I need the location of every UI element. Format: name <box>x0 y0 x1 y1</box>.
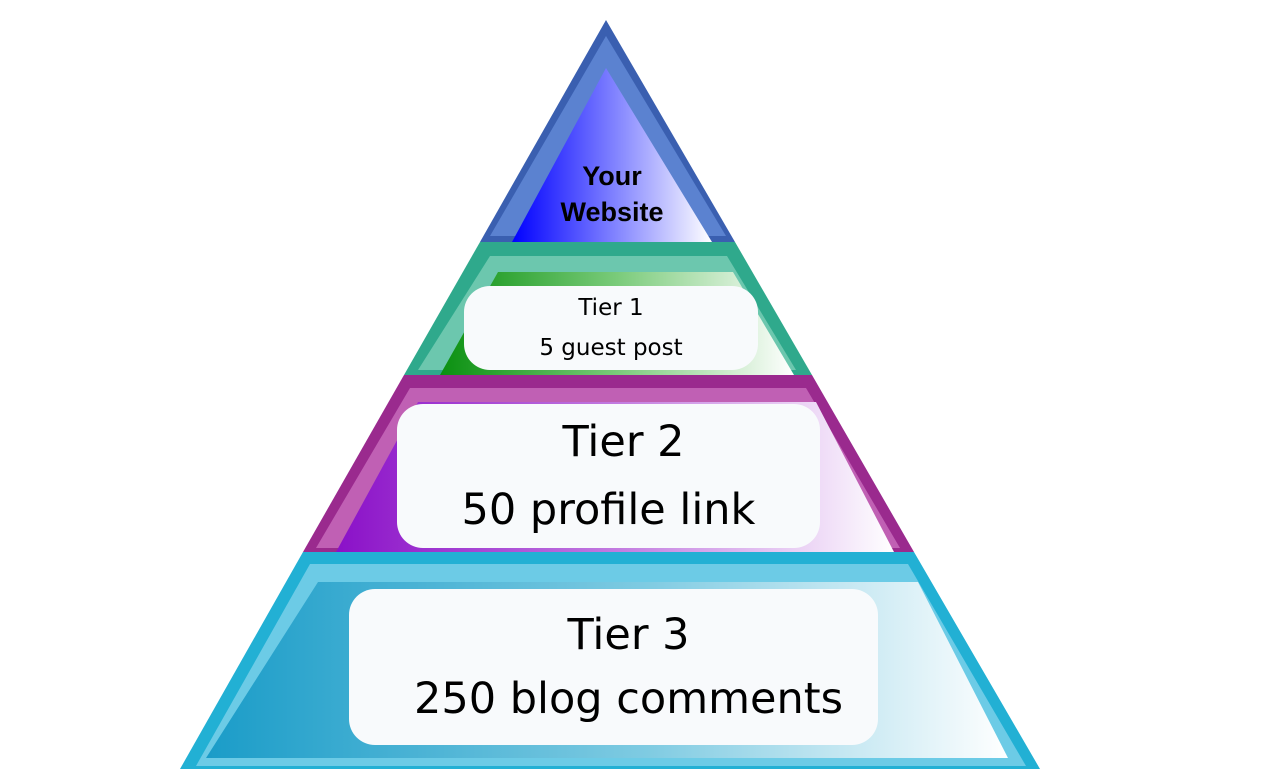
tier1-detail: 5 guest post <box>539 335 683 361</box>
tier1-title: Tier 1 <box>578 295 644 321</box>
tier2-detail: 50 profile link <box>461 485 756 535</box>
tier2-title: Tier 2 <box>562 417 685 467</box>
tier3-label: Tier 3 250 blog comments <box>349 589 878 745</box>
apex-line2: Website <box>560 197 664 227</box>
tier1-label: Tier 1 5 guest post <box>464 286 758 370</box>
apex-label: Your Website <box>532 158 692 230</box>
apex-section <box>480 20 735 242</box>
tier3-detail: 250 blog comments <box>414 674 843 724</box>
apex-line1: Your <box>582 161 642 191</box>
tier2-label: Tier 2 50 profile link <box>397 404 820 548</box>
tier3-title: Tier 3 <box>567 610 690 660</box>
